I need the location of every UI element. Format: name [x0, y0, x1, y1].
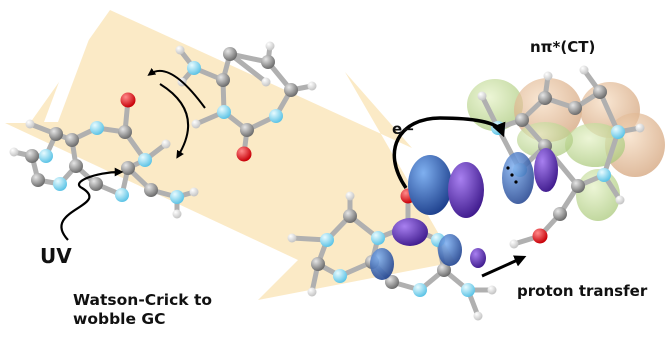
pi-orbital-lobe [534, 148, 558, 192]
hydrogen-atom [473, 311, 483, 321]
carbon-atom [240, 123, 254, 137]
nitrogen-atom [371, 231, 385, 245]
carbon-atom [311, 257, 325, 271]
orbital-lobes-back [467, 78, 665, 221]
carbon-atom [223, 47, 237, 61]
carbon-atom [121, 161, 135, 175]
hydrogen-atom [509, 239, 519, 249]
hydrogen-atom [307, 287, 317, 297]
carbon-atom [25, 149, 39, 163]
carbon-atom [437, 263, 451, 277]
nitrogen-atom [115, 188, 129, 202]
hydrogen-atom [345, 191, 355, 201]
nitrogen-atom [217, 105, 231, 119]
background-arrow-stripe [44, 10, 100, 122]
background-arrow-stripe [16, 10, 72, 122]
hydrogen-atom [307, 81, 317, 91]
transition-label-line2: wobble GC [73, 310, 166, 328]
transition-label: Watson-Crick to wobble GC [73, 291, 273, 329]
carbon-atom [69, 159, 83, 173]
hydrogen-atom [579, 65, 589, 75]
nitrogen-atom [333, 269, 347, 283]
nitrogen-atom [39, 149, 53, 163]
bond [597, 89, 621, 135]
carbon-atom [553, 207, 567, 221]
electron-label: e− [392, 120, 415, 138]
hydrogen-atom [487, 285, 497, 295]
carbon-atom [593, 85, 607, 99]
nitrogen-atom [170, 190, 184, 204]
hydrogen-bond-dot [510, 173, 514, 177]
carbon-atom [515, 113, 529, 127]
carbon-atom [216, 73, 230, 87]
transition-label-line1: Watson-Crick to [73, 291, 213, 309]
pi-orbital-lobe [438, 234, 462, 266]
nitrogen-atom [611, 125, 625, 139]
nitrogen-atom [413, 283, 427, 297]
background-arrow [5, 10, 455, 300]
proton-transfer-label: proton transfer [517, 282, 648, 300]
oxygen-atom [120, 92, 136, 108]
hydrogen-atom [287, 233, 297, 243]
hydrogen-atom [615, 195, 625, 205]
nitrogen-atom [138, 153, 152, 167]
hydrogen-atom [175, 45, 185, 55]
hydrogen-atom [543, 71, 553, 81]
hydrogen-atom [9, 147, 19, 157]
hydrogen-atom [172, 209, 182, 219]
background-arrow-body [5, 10, 455, 300]
carbon-atom [385, 275, 399, 289]
carbon-atom [118, 125, 132, 139]
uv-label: UV [40, 244, 72, 268]
hydrogen-atom [265, 41, 275, 51]
pi-orbital-lobe [392, 218, 428, 246]
nitrogen-atom [53, 177, 67, 191]
carbon-atom [31, 173, 45, 187]
carbon-atom [343, 209, 357, 223]
hydrogen-bond-dot [506, 166, 510, 170]
hydrogen-bond-dot [514, 180, 518, 184]
nitrogen-atom [597, 168, 611, 182]
carbon-atom [538, 91, 552, 105]
pi-orbital-lobe [502, 152, 534, 204]
carbon-atom [284, 83, 298, 97]
hydrogen-atom [161, 139, 171, 149]
oxygen-atom [236, 146, 252, 162]
carbon-atom [49, 127, 63, 141]
rotation-arrow [159, 83, 190, 159]
orbital-lobes-front [370, 148, 558, 280]
hydrogen-atom [191, 119, 201, 129]
proton-transfer-arrow [481, 255, 527, 278]
hydrogen-atom [261, 77, 271, 87]
carbon-atom [65, 133, 79, 147]
nitrogen-atom [269, 109, 283, 123]
carbon-atom [144, 183, 158, 197]
pi-orbital-lobe [448, 162, 484, 218]
nitrogen-atom [187, 61, 201, 75]
carbon-atom [571, 179, 585, 193]
electron-transfer-arrow [392, 116, 506, 189]
carbon-atom [261, 55, 275, 69]
oxygen-atom [532, 228, 548, 244]
pi-orbital-lobe [370, 248, 394, 280]
rotation-arrow [147, 67, 206, 109]
nitrogen-atom [461, 283, 475, 297]
bond [601, 129, 621, 178]
bond [227, 51, 269, 85]
uv-excitation-arrow [60, 167, 124, 241]
hydrogen-atom [25, 119, 35, 129]
orbital-state-label: nπ*(CT) [530, 38, 596, 56]
hydrogen-atom [189, 187, 199, 197]
pi-orbital-lobe [408, 155, 452, 215]
nitrogen-atom [320, 233, 334, 247]
hydrogen-atom [635, 123, 645, 133]
nitrogen-atom [90, 121, 104, 135]
reaction-arrows [60, 67, 527, 278]
hydrogen-atom [477, 91, 487, 101]
pi-orbital-lobe [470, 248, 486, 268]
carbon-atom [89, 177, 103, 191]
carbon-atom [568, 101, 582, 115]
